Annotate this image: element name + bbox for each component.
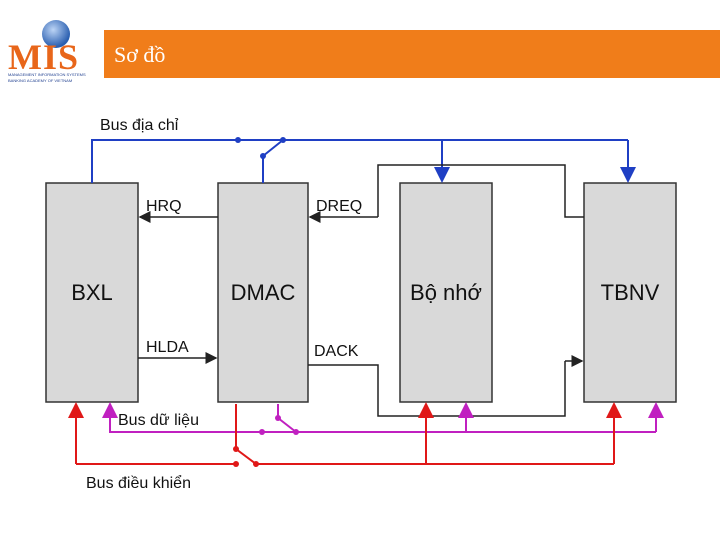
logo-subtitle: MANAGEMENT INFORMATION SYSTEMS bbox=[8, 72, 86, 77]
block-label: Bộ nhớ bbox=[410, 280, 482, 305]
bus-junction bbox=[235, 137, 241, 143]
address-bus-label: Bus địa chỉ bbox=[100, 117, 179, 134]
signal-hrq: HRQ bbox=[146, 198, 182, 215]
logo-text: MIS bbox=[8, 37, 80, 77]
signal-dack: DACK bbox=[314, 343, 359, 360]
control-bus-label: Bus điều khiển bbox=[86, 474, 191, 492]
block-bxl: BXL bbox=[45, 182, 139, 403]
block-dmac: DMAC bbox=[217, 182, 309, 403]
signal-hlda: HLDA bbox=[146, 339, 189, 356]
address-bus bbox=[91, 139, 636, 183]
page-title: Sơ đồ bbox=[114, 42, 166, 67]
data-bus-label: Bus dữ liệu bbox=[118, 412, 199, 429]
bus-junction bbox=[259, 429, 265, 435]
bus-junction bbox=[293, 429, 299, 435]
bus-junction bbox=[253, 461, 259, 467]
data-bus bbox=[102, 402, 664, 433]
bus-junction bbox=[233, 461, 239, 467]
block-tbnv: TBNV bbox=[583, 182, 677, 403]
control-bus bbox=[68, 402, 622, 465]
title-bar: Sơ đồ bbox=[104, 30, 720, 78]
bus-junction bbox=[275, 415, 281, 421]
signal-lines bbox=[138, 164, 584, 417]
block-memory: Bộ nhớ bbox=[399, 182, 493, 403]
bus-junction bbox=[260, 153, 266, 159]
block-label: DMAC bbox=[231, 280, 296, 305]
mis-logo: MIS MANAGEMENT INFORMATION SYSTEMS BANKI… bbox=[4, 8, 100, 83]
bus-junction bbox=[233, 446, 239, 452]
bus-junction bbox=[280, 137, 286, 143]
signal-dreq: DREQ bbox=[316, 198, 362, 215]
block-label: TBNV bbox=[601, 280, 660, 305]
logo-subtitle-2: BANKING ACADEMY OF VIETNAM bbox=[8, 78, 73, 83]
block-label: BXL bbox=[71, 280, 113, 305]
globe-icon bbox=[42, 20, 70, 48]
